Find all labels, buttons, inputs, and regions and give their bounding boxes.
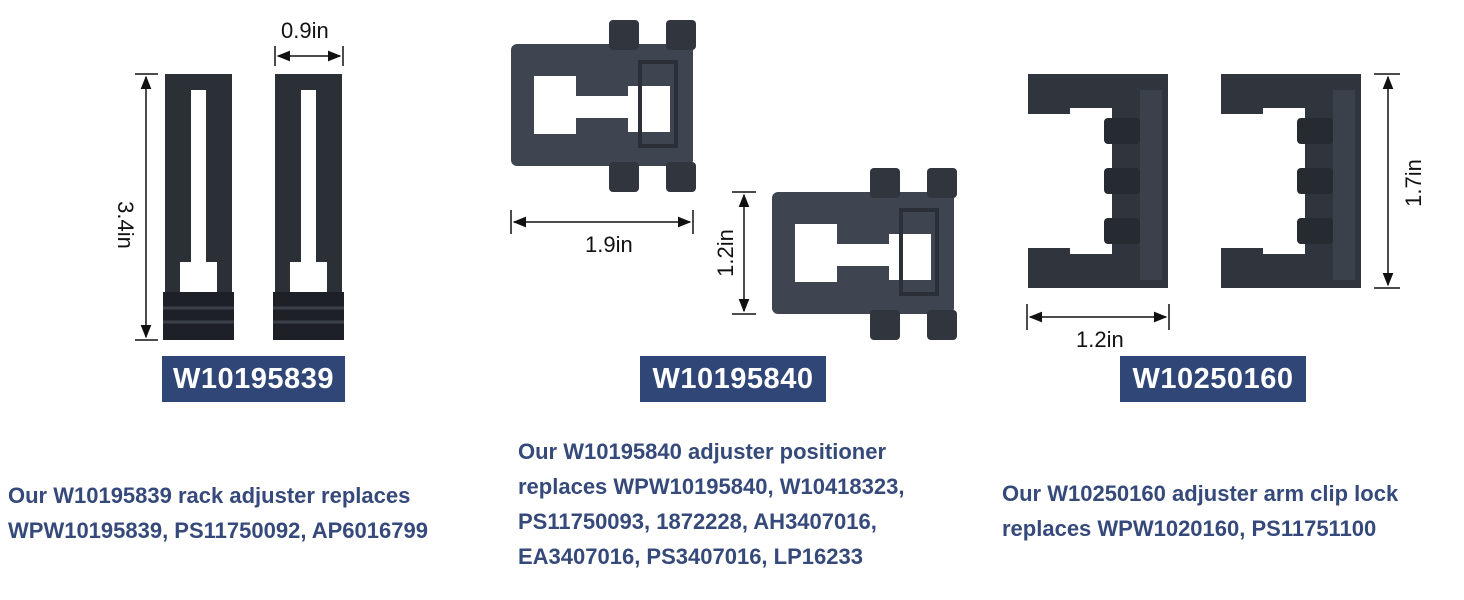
positioner-width-label: 1.9in bbox=[585, 232, 633, 257]
description-line: replaces WPW10195840, W10418323, bbox=[518, 474, 905, 499]
description-line: Our W10195839 rack adjuster replaces bbox=[8, 483, 411, 508]
clip-lock-height-label: 1.7in bbox=[1401, 159, 1426, 207]
part-number-label: W10195839 bbox=[162, 356, 345, 402]
product-description: Our W10250160 adjuster arm clip lock rep… bbox=[1002, 476, 1398, 546]
positioner-height-label: 1.2in bbox=[713, 229, 738, 277]
width-dimension-label: 0.9in bbox=[281, 18, 329, 43]
adjuster-positioner-image bbox=[511, 20, 957, 340]
description-line: EA3407016, PS3407016, LP16233 bbox=[518, 544, 863, 569]
arm-clip-lock-image bbox=[1028, 74, 1361, 288]
product-description: Our W10195839 rack adjuster replaces WPW… bbox=[8, 478, 428, 548]
description-line: WPW10195839, PS11750092, AP6016799 bbox=[8, 518, 428, 543]
height-dimension-line bbox=[135, 73, 158, 341]
clip-lock-height-dimension-line bbox=[1374, 73, 1400, 289]
description-line: Our W10195840 adjuster positioner bbox=[518, 439, 887, 464]
clip-lock-width-dimension-line bbox=[1026, 304, 1170, 330]
part-number-label: W10195840 bbox=[640, 356, 826, 402]
description-line: Our W10250160 adjuster arm clip lock bbox=[1002, 481, 1399, 506]
width-dimension-line bbox=[274, 46, 344, 66]
part-number-label: W10250160 bbox=[1120, 356, 1306, 402]
description-line: replaces WPW1020160, PS11751100 bbox=[1002, 516, 1377, 541]
positioner-height-dimension-line bbox=[732, 191, 756, 315]
description-line: PS11750093, 1872228, AH3407016, bbox=[518, 509, 877, 534]
positioner-width-dimension-line bbox=[510, 210, 694, 234]
product-description: Our W10195840 adjuster positioner replac… bbox=[518, 434, 904, 574]
height-dimension-label: 3.4in bbox=[113, 201, 138, 249]
rack-adjuster-image bbox=[163, 74, 344, 340]
clip-lock-width-label: 1.2in bbox=[1076, 327, 1124, 352]
